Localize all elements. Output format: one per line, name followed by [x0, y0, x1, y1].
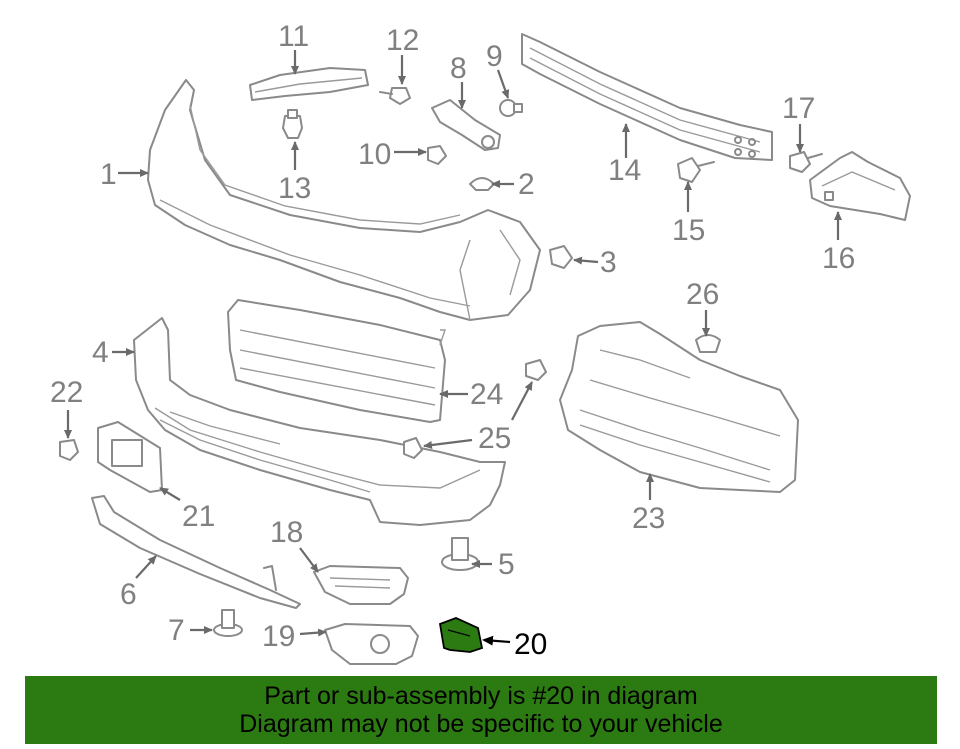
part-16-bracket [809, 151, 911, 221]
callout-23: 23 [632, 502, 665, 535]
callout-13: 13 [278, 172, 311, 205]
part-12-screw [379, 87, 411, 105]
part-17-bolt [789, 151, 823, 173]
callout-labels: 1 2 3 4 5 6 7 8 9 10 11 12 13 14 15 16 1… [50, 20, 855, 661]
callout-9: 9 [486, 40, 503, 73]
callout-18: 18 [270, 516, 303, 549]
callout-2: 2 [518, 168, 535, 201]
part-19-garnish [324, 623, 419, 665]
callout-6: 6 [120, 578, 137, 611]
part-23-grille [559, 321, 799, 493]
part-20-highlighted-bracket [438, 617, 484, 653]
part-8-bracket [431, 99, 501, 151]
part-18-garnish [313, 565, 409, 605]
banner-line-part: Part or sub-assembly is #20 in diagram [264, 682, 698, 710]
part-3-screw [549, 245, 573, 269]
part-10-screw [427, 145, 447, 165]
part-1-bumper-cover [147, 79, 541, 321]
callout-16: 16 [822, 242, 855, 275]
part-15-bolt [677, 157, 715, 183]
part-26-cap [695, 334, 721, 353]
info-banner: Part or sub-assembly is #20 in diagram D… [25, 676, 937, 744]
callout-15: 15 [672, 214, 705, 247]
callout-25: 25 [478, 422, 511, 455]
part-24-shutter [227, 299, 446, 423]
callout-26: 26 [686, 278, 719, 311]
callout-17: 17 [782, 92, 815, 125]
callout-24: 24 [470, 378, 503, 411]
part-11-bracket [249, 67, 369, 101]
callout-22: 22 [50, 376, 83, 409]
part-21-plate-bracket [97, 421, 163, 493]
part-14-reinforcement [521, 33, 773, 161]
part-22-screw [59, 439, 79, 461]
callout-4: 4 [92, 336, 109, 369]
callout-10: 10 [358, 138, 391, 171]
part-6-lower-trim [91, 495, 301, 609]
leader-lines [64, 50, 842, 646]
banner-line-disclaimer: Diagram may not be specific to your vehi… [239, 710, 723, 738]
part-2-clip [469, 177, 495, 191]
part-4-lower-cover [133, 317, 506, 526]
callout-19: 19 [262, 620, 295, 653]
callout-3: 3 [600, 246, 617, 279]
callout-5: 5 [498, 548, 515, 581]
callout-7: 7 [168, 614, 185, 647]
callout-1: 1 [100, 158, 117, 191]
callout-20: 20 [514, 628, 547, 661]
part-7-clip [213, 609, 243, 637]
part-5-clip [441, 537, 479, 571]
callout-11: 11 [278, 20, 309, 53]
part-25-bolt [403, 359, 547, 459]
part-13-clip [282, 109, 303, 139]
part-9-grommet [499, 99, 523, 117]
callout-12: 12 [386, 24, 419, 57]
callout-14: 14 [608, 154, 641, 187]
callout-21: 21 [182, 500, 215, 533]
callout-8: 8 [450, 52, 467, 85]
